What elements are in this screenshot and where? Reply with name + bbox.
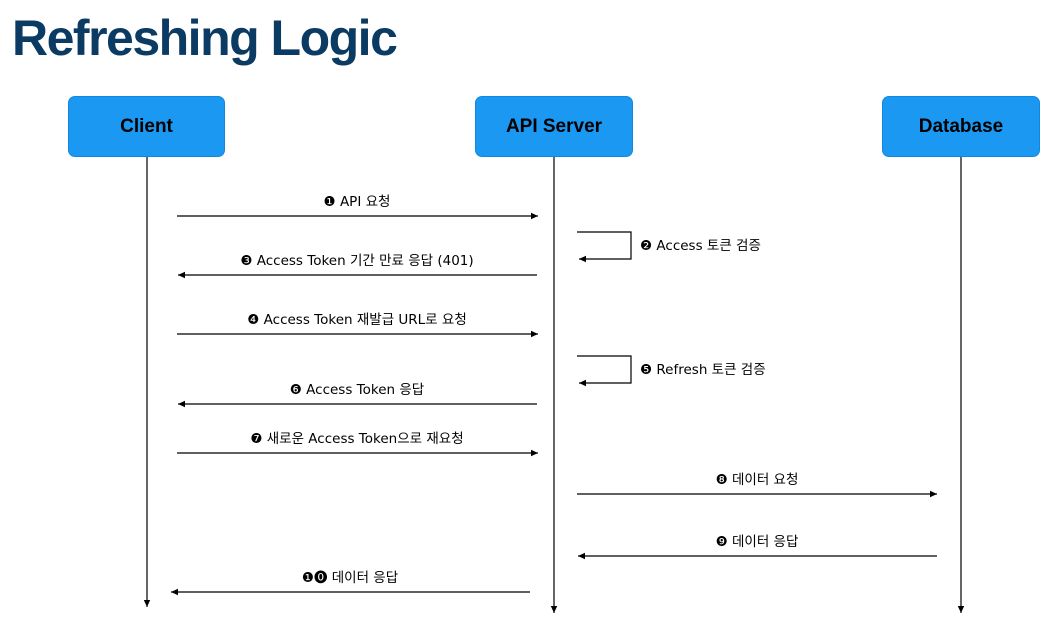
message-label-9: ❾ 데이터 응답 — [716, 534, 799, 550]
message-label-2: ❷ Access 토큰 검증 — [640, 238, 761, 254]
actor-api-server-label: API Server — [505, 115, 603, 137]
actor-database: Database — [882, 96, 1040, 157]
message-arrow-2 — [577, 231, 632, 263]
message-arrow-5 — [577, 355, 632, 387]
message-label-10: ❶⓿ 데이터 응답 — [302, 570, 398, 586]
actor-client-label: Client — [120, 115, 173, 137]
message-label-6: ❻ Access Token 응답 — [290, 382, 424, 398]
message-label-4: ❹ Access Token 재발급 URL로 요청 — [247, 312, 467, 328]
message-label-3: ❸ Access Token 기간 만료 응답 (401) — [240, 253, 473, 269]
page-title: Refreshing Logic — [12, 10, 398, 66]
actor-api-server: API Server — [475, 96, 633, 157]
message-label-7: ❼ 새로운 Access Token으로 재요청 — [250, 431, 463, 447]
message-label-5: ❺ Refresh 토큰 검증 — [640, 362, 766, 378]
message-label-8: ❽ 데이터 요청 — [716, 472, 799, 488]
message-label-1: ❶ API 요청 — [324, 194, 391, 210]
actor-database-label: Database — [918, 115, 1004, 137]
actor-client: Client — [68, 96, 225, 157]
